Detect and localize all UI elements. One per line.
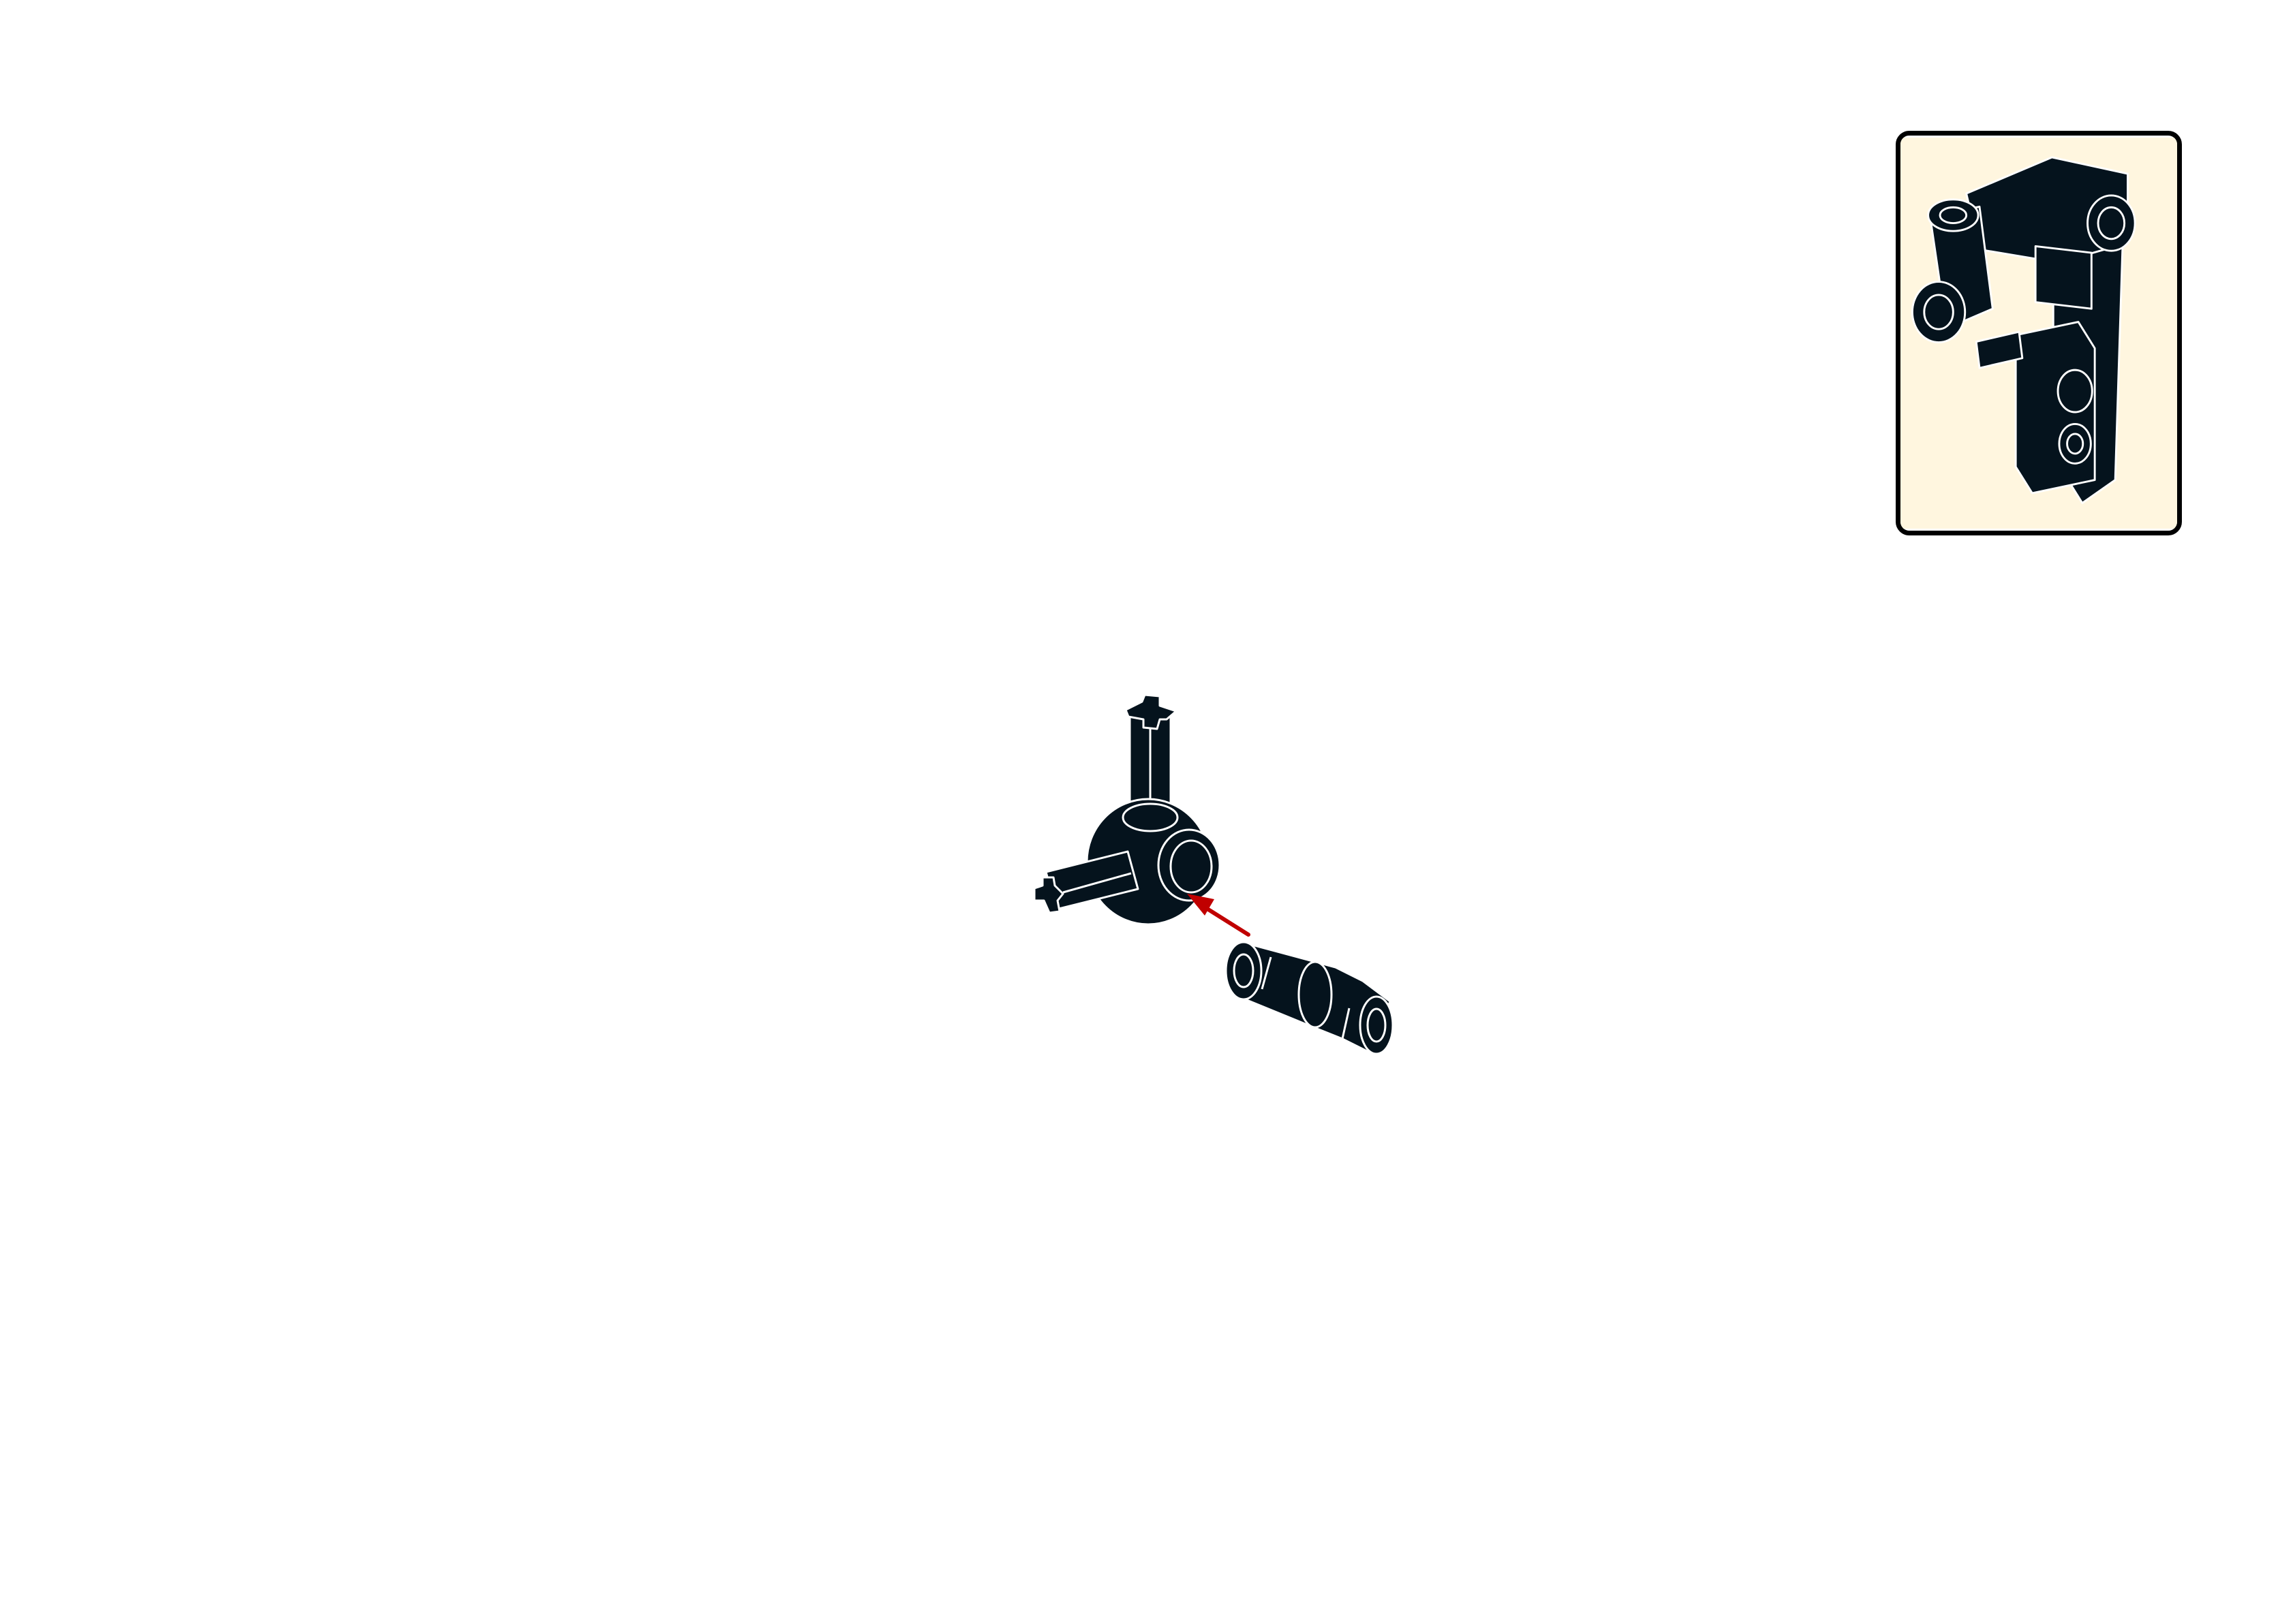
connector-hub-icon — [1033, 693, 1221, 926]
pin-collar — [1297, 961, 1333, 1029]
insertion-arrow-icon — [1187, 894, 1250, 937]
lower-hole-1 — [2057, 369, 2093, 413]
submodel-callout — [1896, 131, 2182, 535]
pin-icon — [1224, 941, 1394, 1055]
submodel-preview-icon — [1900, 137, 2177, 529]
lower-pin — [1975, 330, 2024, 369]
middle-block — [2034, 245, 2093, 310]
assembly-step — [1033, 693, 1394, 1055]
axle-cross-end — [1124, 693, 1177, 730]
horizontal-axle-cross-end — [1033, 876, 1064, 914]
